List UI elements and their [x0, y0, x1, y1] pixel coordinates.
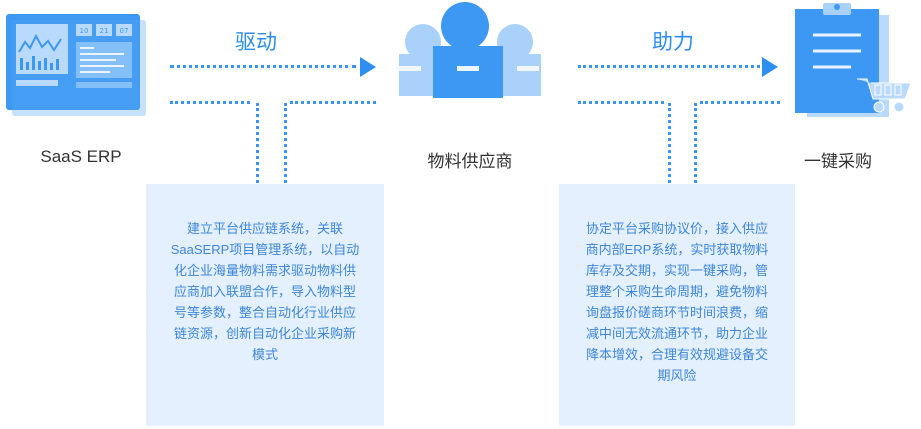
arrow-assist-head	[762, 57, 778, 77]
edge-label-assist: 助力	[652, 31, 694, 54]
description-right-line: 库存及交期，实现一键采购，管	[585, 263, 768, 278]
description-right-line: 减中间无效流通环节，助力企业	[585, 326, 768, 341]
description-left-line: 建立平台供应链系统，关联	[186, 221, 343, 236]
edge-label-drive: 驱动	[235, 31, 277, 54]
arrow-drive-head	[360, 57, 376, 77]
connector-right-bottom-line	[578, 101, 664, 104]
description-right-line: 降本增效，合理有效规避设备交	[585, 347, 768, 362]
description-right-line: 期风险	[657, 368, 697, 383]
erp-screen-number-2: 21	[100, 27, 109, 35]
description-left-line: SaaSERP项目管理系统，以自动	[170, 242, 360, 257]
node-label-erp: SaaS ERP	[40, 147, 122, 166]
description-right-line: 协定平台采购协议价，接入供应	[585, 221, 768, 236]
description-left-line: 模式	[251, 347, 278, 362]
description-right-line: 理整个采购生命周期，避免物料	[585, 284, 768, 299]
connector-left-vertical-1	[256, 103, 259, 183]
description-right-line: 询盘报价磋商环节时间浪费，缩	[585, 305, 768, 320]
erp-screen-number-1: 10	[80, 27, 89, 35]
connector-right-bottom-line-2	[700, 101, 780, 104]
clipboard-cart-icon	[795, 3, 912, 117]
description-left-line: 号等参数，整合自动化行业供应	[173, 305, 356, 320]
connector-right-vertical-2	[694, 103, 697, 183]
supplier-group-icon	[399, 2, 541, 98]
connector-left-vertical-2	[284, 103, 287, 183]
description-right-line: 商内部ERP系统，实时获取物料	[585, 242, 769, 257]
description-box-left: 建立平台供应链系统，关联 SaaSERP项目管理系统，以自动 化企业海量物料需求…	[146, 184, 384, 426]
description-box-right: 协定平台采购协议价，接入供应 商内部ERP系统，实时获取物料 库存及交期，实现一…	[559, 184, 795, 426]
erp-screen-number-3: 07	[120, 27, 129, 35]
connector-right-vertical-1	[668, 103, 671, 183]
node-label-purchase: 一键采购	[804, 152, 872, 171]
description-left-line: 应商加入联盟合作，导入物料型	[173, 284, 356, 299]
connector-left-bottom-line-2	[290, 101, 376, 104]
erp-dashboard-icon: 10 21 07	[6, 14, 146, 116]
arrow-drive-line	[170, 65, 356, 68]
description-left-line: 链资源，创新自动化企业采购新	[173, 326, 356, 341]
connector-left-bottom-line	[170, 101, 250, 104]
node-label-supplier: 物料供应商	[427, 152, 513, 171]
description-left-line: 化企业海量物料需求驱动物料供	[173, 263, 356, 278]
arrow-assist-line	[578, 65, 760, 68]
